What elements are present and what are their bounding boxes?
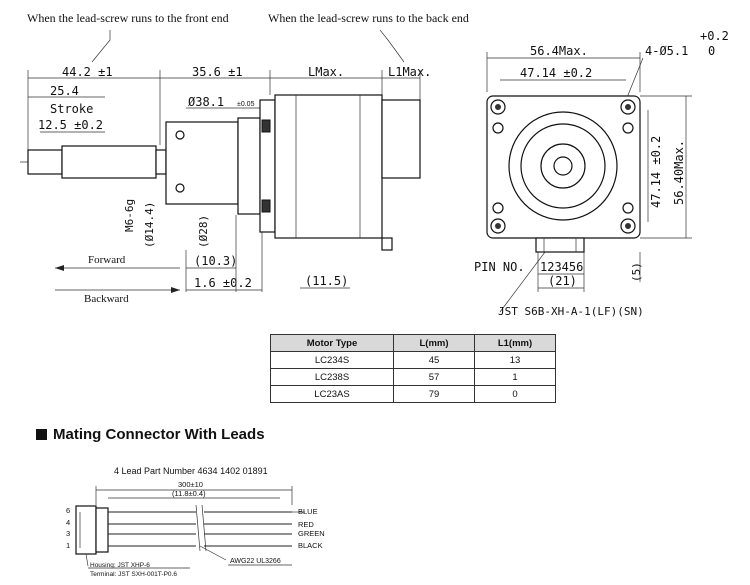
backward-label: Backward — [84, 293, 129, 305]
dim-35-6: 35.6 ±1 — [192, 65, 243, 79]
dim-dia-28: (Ø28) — [197, 215, 210, 248]
dim-44-2: 44.2 ±1 — [62, 65, 113, 79]
forward-label: Forward — [88, 254, 126, 266]
mounting-holes — [490, 99, 636, 234]
connector-callouts: Housing: JST XHP-6 Terminal: JST SXH-001… — [85, 545, 292, 578]
dim-56-4: 56.4Max. — [530, 44, 588, 58]
dim-47-14-side: 47.14 ±0.2 — [649, 136, 663, 208]
dim-holes: 4-Ø5.1 — [645, 44, 688, 58]
table-row: LC238S 57 1 — [270, 368, 556, 386]
col-l1: L1(mm) — [474, 334, 556, 352]
dim-1-6: 1.6 ±0.2 — [194, 276, 252, 290]
dim-25-4: 25.4 — [50, 84, 79, 98]
col-motor-type: Motor Type — [270, 334, 394, 352]
cell-l: 45 — [393, 351, 475, 369]
col-l: L(mm) — [393, 334, 475, 352]
section-title-text: Mating Connector With Leads — [53, 426, 265, 443]
terminal-label: Terminal: JST SXH-001T-P0.6 — [90, 571, 177, 578]
note-front-end: When the lead-screw runs to the front en… — [27, 11, 229, 25]
cell-motor-type: LC238S — [270, 368, 394, 386]
dim-dia-14-4: (Ø14.4) — [143, 202, 156, 248]
dim-11-5: (11.5) — [305, 274, 348, 288]
section-heading: Mating Connector With Leads — [36, 426, 265, 443]
leader-front-note — [91, 30, 111, 63]
cell-l1: 13 — [474, 351, 556, 369]
dim-L: LMax. — [308, 65, 344, 79]
svg-text:1: 1 — [66, 541, 70, 550]
lead-length-dimension: 300±10 (11.8±0.4) — [95, 480, 293, 505]
dim-47-14-top: 47.14 ±0.2 — [520, 66, 592, 80]
cell-motor-type: LC23AS — [270, 385, 394, 403]
cell-l: 79 — [393, 385, 475, 403]
part-number-label: 4 Lead Part Number 4634 1402 01891 — [114, 466, 268, 476]
side-view-dimensions: 44.2 ±1 25.4 Stroke 12.5 ±0.2 35.6 ±1 LM… — [27, 65, 431, 292]
motor-spec-table: Motor Type L(mm) L1(mm) LC234S 45 13 LC2… — [270, 334, 556, 403]
svg-text:3: 3 — [66, 529, 70, 538]
dim-holes-tol-lower: 0 — [708, 44, 715, 58]
bullet-square-icon — [36, 429, 47, 440]
wire-green: GREEN — [298, 529, 325, 538]
direction-arrows: Forward Backward — [55, 254, 180, 305]
housing-label: Housing: JST XHP-6 — [90, 562, 150, 569]
cell-l1: 1 — [474, 368, 556, 386]
side-view-motor — [20, 94, 421, 251]
table-row: LC23AS 79 0 — [270, 385, 556, 403]
dim-stroke: 12.5 ±0.2 — [38, 118, 103, 132]
dim-holes-tol-upper: +0.2 — [700, 29, 729, 43]
stroke-label: Stroke — [50, 102, 93, 116]
dim-dia-38-1-tol: ±0.05 — [237, 101, 255, 108]
lead-wires — [108, 504, 292, 552]
pin-no-label: PIN NO. — [474, 260, 525, 274]
dim-5: (5) — [630, 262, 643, 282]
lead-length-in: (11.8±0.4) — [172, 489, 206, 498]
connector-block — [535, 237, 585, 253]
lead-screw-nut — [61, 145, 157, 179]
dim-21: (21) — [548, 274, 577, 288]
front-view-motor — [486, 95, 641, 253]
cell-motor-type: LC234S — [270, 351, 394, 369]
rear-screw — [381, 99, 421, 179]
dim-10-3: (10.3) — [194, 254, 237, 268]
wire-black: BLACK — [298, 541, 323, 550]
lead-length: 300±10 — [178, 480, 203, 489]
wire-blue: BLUE — [298, 507, 318, 516]
lead-screw-end — [27, 149, 63, 175]
pin-numbers-left: 6 4 3 1 — [66, 506, 70, 550]
leader-back-note — [379, 29, 405, 63]
front-view-dimensions: 56.4Max. 47.14 ±0.2 4-Ø5.1 +0.2 0 47.14 … — [474, 29, 729, 318]
connector-housing — [75, 505, 109, 555]
pin-numbers: 123456 — [540, 260, 583, 274]
svg-text:4: 4 — [66, 518, 70, 527]
table-row: LC234S 45 13 — [270, 351, 556, 369]
wire-color-labels: BLUE RED GREEN BLACK — [292, 507, 325, 550]
dim-thread: M6-6g — [123, 199, 136, 232]
wire-red: RED — [298, 520, 314, 529]
dim-56-40: 56.40Max. — [672, 140, 686, 205]
cell-l1: 0 — [474, 385, 556, 403]
connector-part-label: JST S6B-XH-A-1(LF)(SN) — [498, 305, 644, 318]
awg-label: AWG22 UL3266 — [230, 558, 281, 565]
svg-text:6: 6 — [66, 506, 70, 515]
motor-body — [274, 94, 383, 239]
table-header-row: Motor Type L(mm) L1(mm) — [270, 334, 556, 352]
note-back-end: When the lead-screw runs to the back end — [268, 11, 469, 25]
dim-dia-38-1: Ø38.1 — [188, 95, 224, 109]
cell-l: 57 — [393, 368, 475, 386]
dim-L1: L1Max. — [388, 65, 431, 79]
